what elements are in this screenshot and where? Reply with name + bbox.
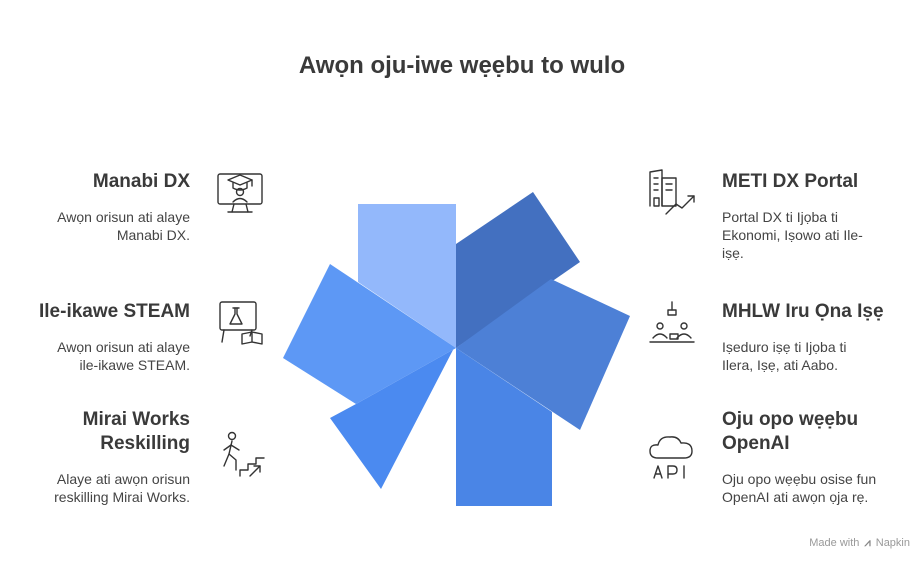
science-board-icon — [214, 296, 266, 348]
item-desc: Alaye ati awọn orisun reskilling Mirai W… — [54, 471, 190, 505]
page-title: Awọn oju-iwe wẹẹbu to wulo — [298, 52, 626, 79]
item-meti-dx: METI DX Portal Portal DX ti Ijọba ti Eko… — [722, 170, 892, 262]
napkin-logo-icon: ⩘ — [864, 537, 871, 549]
petal-2 — [456, 192, 580, 348]
pinwheel-diagram — [283, 192, 630, 506]
item-title: Oju opo wẹẹbu OpenAI — [722, 409, 859, 454]
petal-5 — [330, 348, 456, 489]
petal-6 — [283, 264, 456, 404]
petal-1 — [358, 204, 456, 348]
item-manabi-dx: Manabi DX Awọn orisun ati alaye Manabi D… — [0, 170, 190, 244]
item-desc: Portal DX ti Ijọba ti Ekonomi, Iṣowo ati… — [722, 209, 863, 261]
building-growth-icon — [646, 166, 698, 218]
brand-text: Napkin — [875, 537, 910, 549]
item-mirai-works: Mirai Works Reskilling Alaye ati awọn or… — [0, 408, 190, 506]
item-mhlw: MHLW Iru Ọna Iṣẹ Iṣeduro iṣẹ ti Ijọba ti… — [722, 300, 902, 374]
item-title: Manabi DX — [92, 171, 190, 192]
item-desc: Iṣeduro iṣẹ ti Ijọba ti Ilera, Iṣẹ, ati … — [722, 339, 847, 373]
item-title: MHLW Iru Ọna Iṣẹ — [722, 301, 884, 322]
item-openai: Oju opo wẹẹbu OpenAI Oju opo wẹẹbu osise… — [722, 408, 912, 506]
graduate-monitor-icon — [214, 166, 266, 218]
stairs-climb-icon — [214, 430, 266, 482]
petal-4 — [456, 348, 552, 506]
petal-3 — [456, 279, 630, 430]
workplace-icon — [646, 298, 698, 350]
made-with-text: Made with — [809, 537, 860, 549]
cloud-api-icon — [646, 432, 698, 484]
item-title: Ile-ikawe STEAM — [39, 301, 190, 322]
item-desc: Awọn orisun ati alaye ile-ikawe STEAM. — [57, 339, 190, 373]
item-desc: Awọn orisun ati alaye Manabi DX. — [57, 209, 190, 243]
item-desc: Oju opo wẹẹbu osise fun OpenAI ati awọn … — [722, 471, 877, 505]
footer-credit: Made with ⩘ Napkin — [809, 537, 910, 550]
item-title: METI DX Portal — [722, 171, 859, 192]
item-title: Mirai Works Reskilling — [82, 409, 190, 454]
item-steam-library: Ile-ikawe STEAM Awọn orisun ati alaye il… — [0, 300, 190, 374]
